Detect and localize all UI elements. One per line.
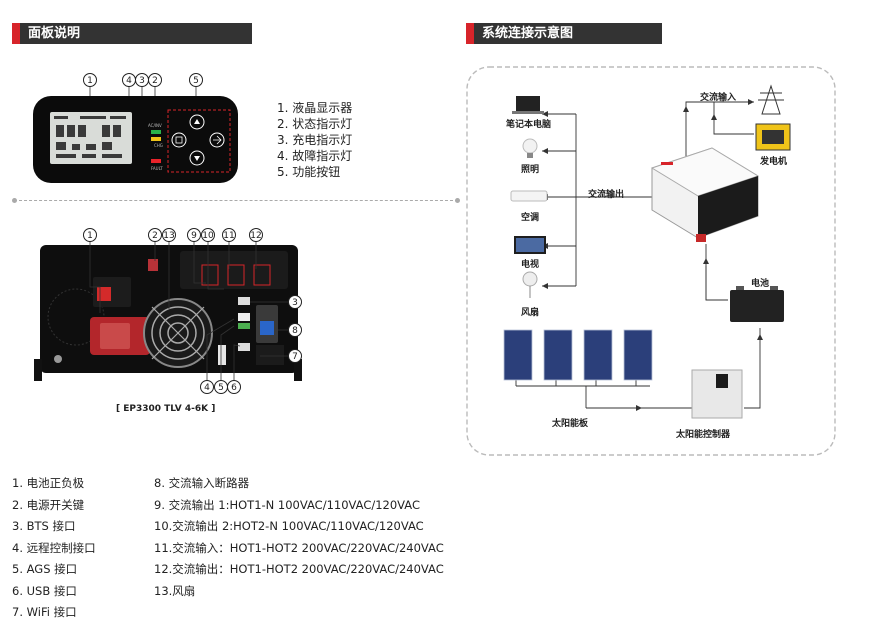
callout-buttons: 5	[189, 73, 203, 87]
header-accent-bar	[12, 23, 20, 44]
rear-legend-item: 12.交流输出：HOT1-HOT2 200VAC/220VAC/240VAC	[154, 562, 444, 576]
panel-legend-item: 4. 故障指示灯	[277, 149, 353, 163]
rear-legend-item: 2. 电源开关键	[12, 497, 85, 512]
callout-charge-led: 3	[135, 73, 149, 87]
callout-status-led: 2	[148, 73, 162, 87]
panel-legend-list: 1. 液晶显示器 2. 状态指示灯 3. 充电指示灯 4. 故障指示灯 5. 功…	[277, 100, 352, 180]
rear-legend-right: 8. 交流输入断路器 9. 交流输出 1:HOT1-N 100VAC/110VA…	[154, 473, 444, 602]
divider-dot-left	[12, 198, 17, 203]
system-diagram: 笔记本电脑 照明 空调 电视 风扇 交流输入 交流输出 发电机 电池 太阳能板 …	[466, 66, 838, 458]
rear-legend-item: 1. 电池正负极	[12, 476, 85, 490]
callout-ac-in: 11	[222, 228, 236, 242]
header-accent-bar	[466, 23, 474, 44]
panel-header-title: 面板说明	[28, 26, 81, 41]
system-header-title: 系统连接示意图	[482, 26, 574, 41]
label-ac-input: 交流输入	[700, 93, 737, 103]
led-label-ac-inv: AC/INV	[148, 123, 162, 128]
callout-fault-led: 4	[122, 73, 136, 87]
rear-legend-left: 1. 电池正负极 2. 电源开关键 3. BTS 接口 4. 远程控制接口 5.…	[12, 473, 96, 624]
front-panel-figure: AC/INV CHG FAULT 1 4 3 2 5	[20, 70, 250, 190]
rear-panel-figure: 1 2 13 9 10 11 12 3 8 7 4 5 6	[28, 225, 308, 395]
label-ac: 空调	[521, 213, 540, 223]
panel-legend-item: 3. 充电指示灯	[277, 133, 353, 147]
rear-legend-item: 5. AGS 接口	[12, 562, 78, 576]
rear-legend-item: 10.交流输出 2:HOT2-N 100VAC/110VAC/120VAC	[154, 519, 424, 533]
label-laptop: 笔记本电脑	[506, 120, 552, 130]
rear-legend-item: 3. BTS 接口	[12, 519, 76, 533]
panel-legend-item: 5. 功能按钮	[277, 165, 341, 179]
callout-usb-port: 6	[227, 380, 241, 394]
model-label: [ EP3300 TLV 4-6K ]	[116, 404, 216, 414]
rear-legend-item: 9. 交流输出 1:HOT1-N 100VAC/110VAC/120VAC	[154, 497, 420, 512]
label-fan: 风扇	[521, 308, 540, 318]
led-label-chg: CHG	[154, 143, 163, 148]
label-battery: 电池	[751, 279, 770, 289]
callout-power-switch: 2	[148, 228, 162, 242]
rear-legend-item: 11.交流输入：HOT1-HOT2 200VAC/220VAC/240VAC	[154, 540, 444, 555]
rear-legend-item: 13.风扇	[154, 583, 196, 598]
system-section-header: 系统连接示意图	[466, 23, 662, 44]
callout-bts-port: 3	[288, 295, 302, 309]
section-divider	[14, 200, 458, 201]
callout-ac-out-2: 10	[201, 228, 215, 242]
callout-ac-out-1: 9	[187, 228, 201, 242]
panel-section-header: 面板说明	[12, 23, 252, 44]
panel-legend-item: 2. 状态指示灯	[277, 117, 353, 131]
panel-legend-item: 1. 液晶显示器	[277, 101, 353, 115]
rear-legend-item: 7. WiFi 接口	[12, 605, 77, 619]
callout-ags-port: 5	[214, 380, 228, 394]
label-tv: 电视	[521, 260, 540, 270]
callout-battery-terminals: 1	[83, 228, 97, 242]
callout-remote-port: 4	[200, 380, 214, 394]
label-ac-output: 交流输出	[588, 190, 625, 200]
rear-legend-item: 8. 交流输入断路器	[154, 476, 250, 490]
rear-legend-item: 6. USB 接口	[12, 583, 77, 598]
inverter	[650, 147, 760, 242]
divider-dot-right	[455, 198, 460, 203]
callout-fan: 13	[162, 228, 176, 242]
label-controller: 太阳能控制器	[676, 430, 731, 440]
callout-wifi-port: 7	[288, 349, 302, 363]
callout-ac-out-hot: 12	[249, 228, 263, 242]
label-light: 照明	[521, 165, 540, 175]
callout-lcd: 1	[83, 73, 97, 87]
label-solar-panel: 太阳能板	[552, 419, 589, 429]
callout-ac-breaker: 8	[288, 323, 302, 337]
lcd-segments	[54, 116, 126, 158]
label-generator: 发电机	[760, 157, 788, 167]
rear-legend-item: 4. 远程控制接口	[12, 540, 96, 555]
led-label-fault: FAULT	[151, 166, 163, 171]
